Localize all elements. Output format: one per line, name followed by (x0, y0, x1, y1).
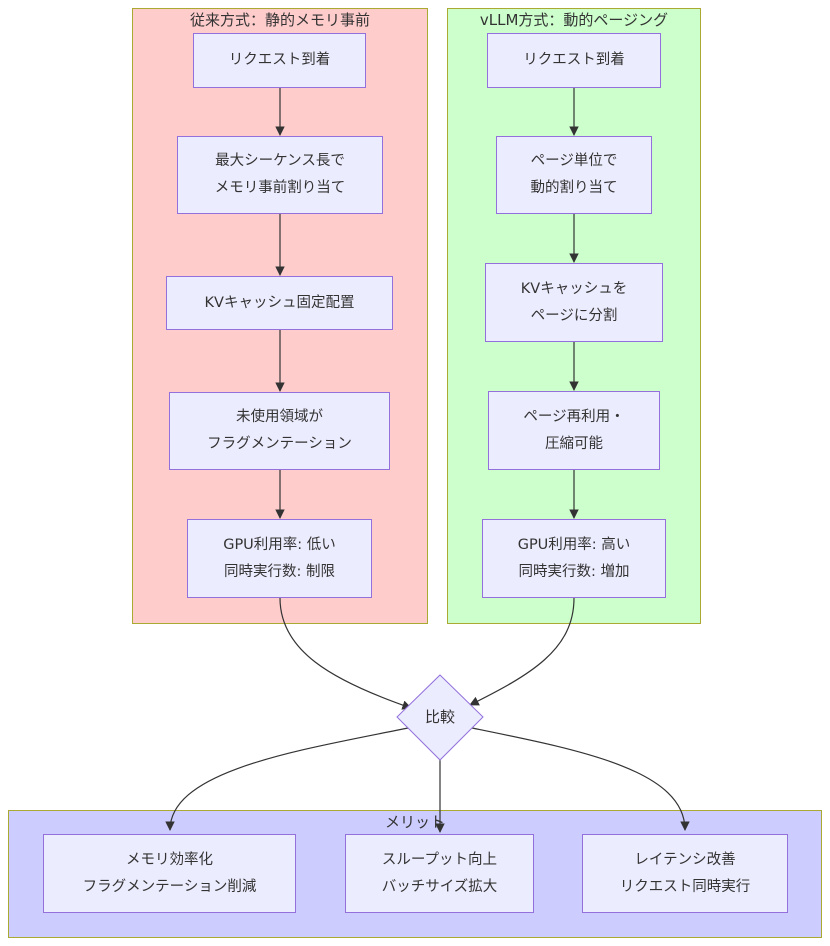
merit-node-latency: レイテンシ改善 リクエスト同時実行 (582, 834, 788, 913)
vllm-node-request: リクエスト到着 (487, 33, 661, 88)
node-line: メモリ効率化 (126, 851, 213, 868)
trad-node-gpu-low: GPU利用率: 低い 同時実行数: 制限 (187, 519, 372, 598)
node-line: GPU利用率: 高い (517, 536, 631, 553)
edge-vllm-to-decision (469, 597, 575, 706)
node-line: 圧縮可能 (545, 435, 603, 452)
node-line: リクエスト到着 (523, 52, 625, 68)
trad-node-kv-fixed: KVキャッシュ固定配置 (166, 276, 393, 330)
edge-trad-to-decision (279, 597, 412, 710)
vllm-node-dynamic-alloc: ページ単位で 動的割り当て (496, 136, 652, 214)
vllm-node-page-reuse: ページ再利用・ 圧縮可能 (488, 391, 660, 470)
node-line: ページに分割 (530, 307, 618, 324)
node-line: 最大シーケンス長で (215, 153, 345, 169)
node-line: バッチサイズ拡大 (381, 878, 498, 895)
subgraph-vllm-title: vLLM方式：動的ページング (479, 11, 669, 29)
edge-decision-to-merit-1 (165, 727, 409, 831)
node-line: 動的割り当て (530, 180, 618, 196)
node-line: リクエスト到着 (228, 52, 331, 68)
node-line: リクエスト同時実行 (619, 878, 751, 895)
node-line: KVキャッシュを (520, 280, 628, 297)
node-line: メモリ事前割り当て (214, 180, 346, 196)
decision-label: 比較 (424, 708, 455, 726)
node-line: スループット向上 (381, 851, 498, 868)
node-line: レイテンシ改善 (634, 851, 736, 868)
node-line: ページ再利用・ (523, 408, 625, 425)
subgraph-traditional-title: 従来方式：静的メモリ事前 (189, 11, 370, 29)
edge-decision-to-merit-3 (471, 727, 690, 831)
node-line: 未使用領域が (236, 409, 323, 425)
decision-diamond (396, 674, 484, 761)
trad-node-request: リクエスト到着 (193, 33, 366, 88)
merit-node-memory-efficiency: メモリ効率化 フラグメンテーション削減 (43, 834, 296, 913)
trad-node-prealloc: 最大シーケンス長で メモリ事前割り当て (177, 136, 383, 214)
vllm-node-kv-pages: KVキャッシュを ページに分割 (485, 263, 663, 342)
node-line: 同時実行数: 増加 (518, 563, 630, 580)
trad-node-fragmentation: 未使用領域が フラグメンテーション (169, 392, 390, 470)
node-line: 同時実行数: 制限 (224, 563, 335, 580)
node-line: KVキャッシュ固定配置 (204, 294, 355, 311)
node-line: フラグメンテーション削減 (82, 878, 257, 895)
node-line: GPU利用率: 低い (223, 536, 336, 553)
vllm-node-gpu-high: GPU利用率: 高い 同時実行数: 増加 (482, 519, 666, 598)
node-line: フラグメンテーション (207, 436, 352, 452)
merit-node-throughput: スループット向上 バッチサイズ拡大 (345, 834, 534, 913)
node-line: ページ単位で (530, 153, 618, 169)
subgraph-merit-title: メリット (384, 813, 445, 831)
